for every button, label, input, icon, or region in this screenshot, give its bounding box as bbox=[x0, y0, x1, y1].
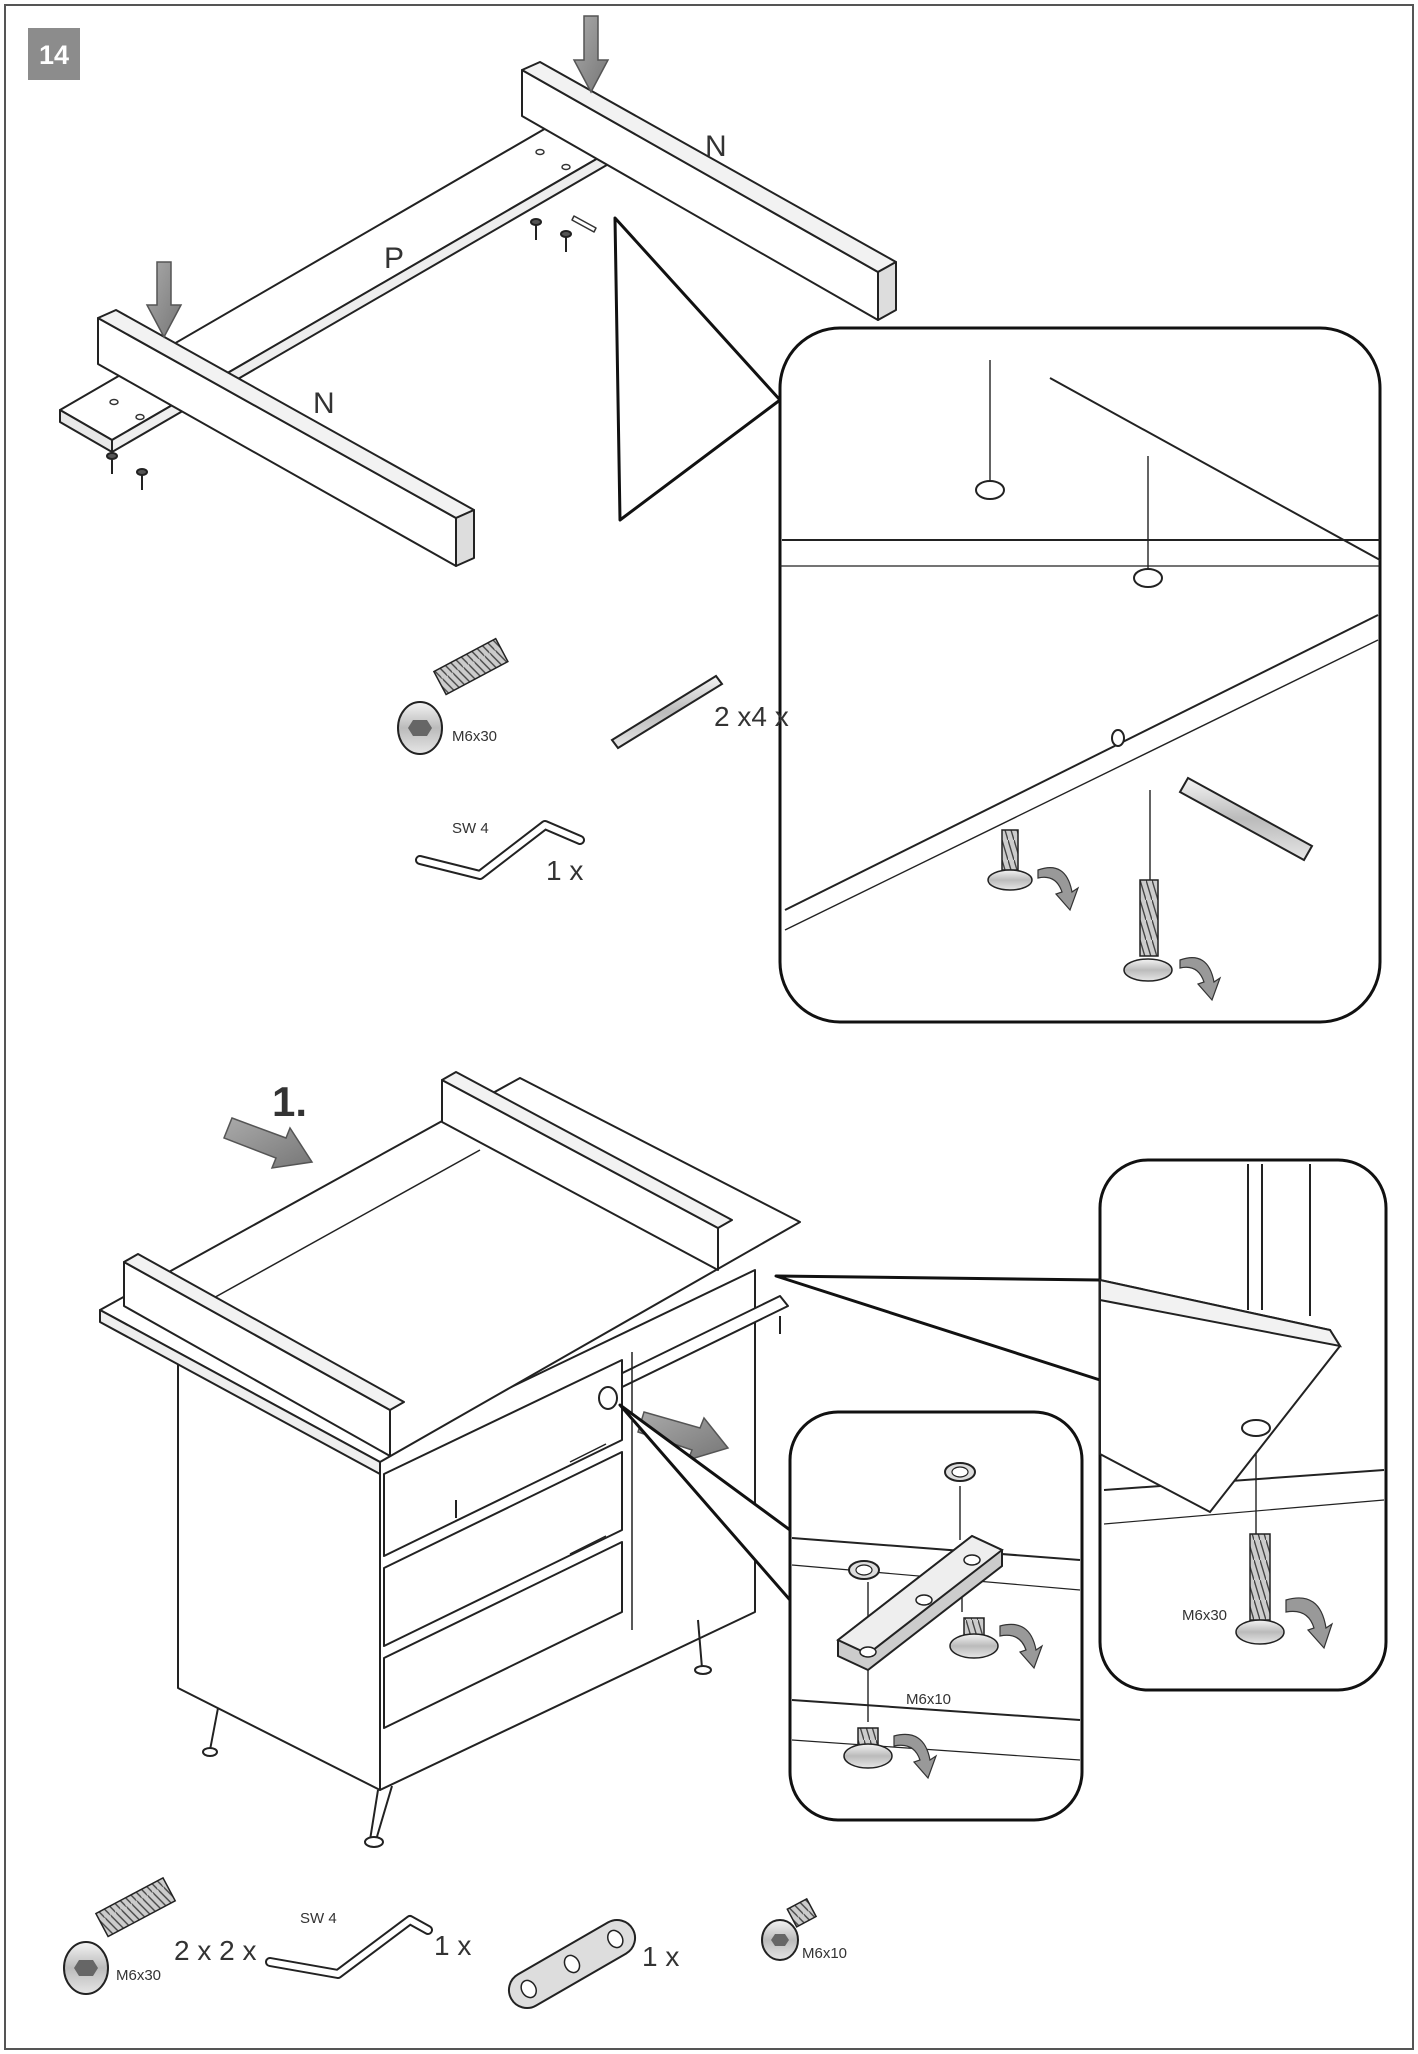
callout-wedge-top bbox=[613, 216, 782, 522]
rail-n-front bbox=[97, 309, 475, 567]
bottom-bolt-size: M6x30 bbox=[116, 1967, 161, 1984]
allen-wrench-icon bbox=[415, 820, 585, 880]
arrow-push-rail bbox=[223, 1117, 314, 1169]
bottom-wrench-size: SW 4 bbox=[300, 1910, 337, 1927]
step-badge: 14 bbox=[28, 28, 80, 80]
detail-box-top bbox=[778, 326, 1382, 1024]
changing-dresser bbox=[99, 1071, 801, 1848]
bottom-screw-size: M6x10 bbox=[802, 1945, 847, 1962]
sub-step-number: 1. bbox=[272, 1078, 307, 1125]
plate-qty: 1 x bbox=[642, 1941, 679, 1972]
callout-wedge-rail bbox=[774, 1274, 1102, 1382]
bottom-hardware: M6x30 2 x 2 x SW 4 1 x 1 x M6x10 bbox=[63, 1876, 847, 2009]
wrench-qty: 1 x bbox=[546, 855, 583, 886]
dowel-icon bbox=[610, 674, 724, 750]
step-number: 14 bbox=[39, 40, 69, 70]
part-label-p: P bbox=[384, 242, 404, 275]
page-border bbox=[4, 4, 1414, 2050]
bolt-size-label: M6x30 bbox=[452, 728, 497, 745]
plate-screw-size: M6x10 bbox=[906, 1691, 951, 1708]
part-label-n-front: N bbox=[313, 387, 335, 420]
screw-m6x10-icon bbox=[761, 1897, 818, 1961]
connecting-plate-icon bbox=[507, 1919, 637, 2009]
bolt-m6x30-bottom-icon bbox=[63, 1876, 177, 1995]
arrow-down-back bbox=[572, 15, 610, 94]
bolt-m6x30-icon bbox=[397, 637, 509, 755]
arrow-down-front bbox=[145, 261, 183, 339]
board-holes bbox=[109, 148, 571, 421]
rail-bolt-size: M6x30 bbox=[1182, 1607, 1227, 1624]
bottom-bolt-qty: 2 x 2 x bbox=[174, 1935, 256, 1966]
rail-n-back bbox=[521, 61, 897, 321]
board-p bbox=[59, 119, 613, 453]
dowel-qty: 2 x4 x bbox=[714, 701, 789, 732]
detail-box-rail: M6x30 bbox=[1098, 1158, 1388, 1692]
top-hardware: M6x30 2 x4 x SW 4 1 x bbox=[397, 637, 789, 886]
press-arrows bbox=[145, 15, 610, 339]
top-assembly bbox=[59, 61, 897, 567]
detail-box-plate: M6x10 bbox=[788, 1410, 1084, 1822]
wrench-size-label: SW 4 bbox=[452, 820, 489, 837]
part-label-n-back: N bbox=[705, 130, 727, 163]
allen-wrench-bottom-icon bbox=[265, 1915, 433, 1979]
small-screws bbox=[106, 218, 572, 490]
bottom-wrench-qty: 1 x bbox=[434, 1930, 471, 1961]
